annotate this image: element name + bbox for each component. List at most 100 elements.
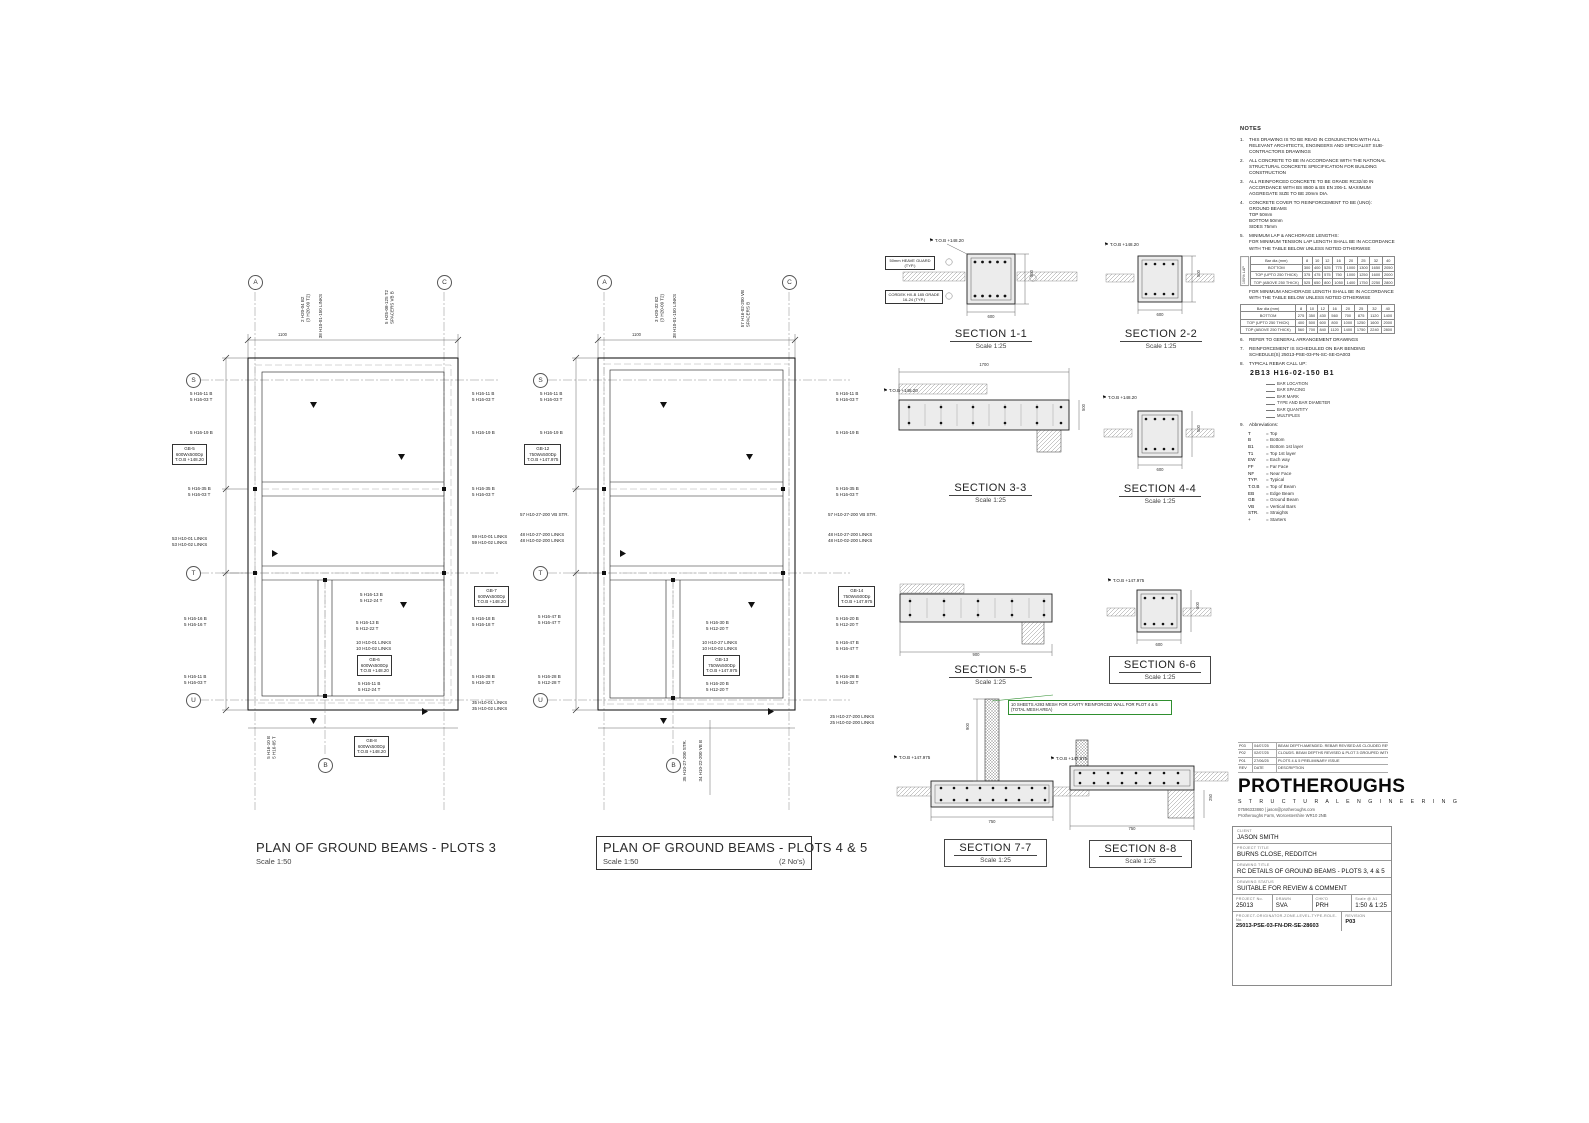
rebar-callout: 5 H16-11 B 5 H16-03 T [472,391,494,402]
section-drawing [1103,410,1215,469]
grid-bubble: T [533,566,548,581]
section-2-2-detail: T.O.B +148.20 600 500 SECTION 2-2 Sc [1102,240,1220,350]
revision-row: REV DATE DESCRIPTION [1238,765,1388,773]
abbr-value: = Typical [1266,477,1285,483]
rebar-callout: 5 H16-47 B 5 H16-47 T [538,614,561,625]
callout-text: 59 H10-01 LINKS 59 H10-02 LINKS [472,534,508,545]
rebar-callout: 5 H16-28 B 5 H12-28 T [538,674,561,685]
rebar-callout: 5 H16-11 B 5 H16-03 T [836,391,858,402]
plan-title: PLAN OF GROUND BEAMS - PLOTS 3 [256,840,497,855]
revision-date: 02/07/25 [1253,750,1277,757]
drawn-label: DRAWN [1275,897,1292,901]
abbr-value: = Far Face [1266,463,1289,469]
depth-dim: 250 [1208,794,1213,801]
abbr-value: = Edge Beam [1266,490,1294,496]
mesh-note: 10 SHEETS A393 MESH FOR CAVITY REINFORCE… [1008,700,1172,715]
grid-bubble: U [186,693,201,708]
drawing-label: DRAWING TITLE [1237,863,1270,867]
drawn-cell: DRAWN SVA [1273,895,1313,911]
section-title-block: SECTION 5-5 Scale 1:25 [949,664,1032,686]
abbreviation-row: FF = Far Face [1248,464,1395,471]
note-number: 4. [1240,199,1244,205]
note-number: 9. [1240,421,1244,427]
callout-text: 34 H10-22-200 VB B [698,740,703,782]
section-title-block: SECTION 3-3 Scale 1:25 [949,482,1032,504]
sheet-scale: 1:50 & 1:25 [1355,902,1387,909]
section-8-8-detail: T.O.B +147.975 750 250 SECTION 8- [1048,726,1233,868]
note-text: TYPICAL REBAR CALL UP: [1249,360,1307,366]
section-title: SECTION 3-3 [949,482,1032,496]
revision-date: DATE [1253,765,1277,772]
section-drawing [1105,255,1215,314]
section-title: SECTION 5-5 [949,664,1032,678]
height-dim: 900 [965,723,970,730]
plan-scale: Scale 1:50 [256,857,292,866]
section-title-block: SECTION 4-4 Scale 1:25 [1118,483,1202,505]
rebar-callout: 5 H16-35 B 5 H16-03 T [188,486,211,497]
cordek-note: CORDEK HX-B 185 GRADE 16-24 (TYP.) [885,290,943,304]
rebar-callout: GB-5 600Wx500Dp T.O.B +148.20 [172,444,207,465]
callout-text: 10 H10-27 LINKS 10 H10-02 LINKS [702,640,738,651]
note-text: ALL REINFORCED CONCRETE TO BE GRADE RC32… [1249,178,1374,197]
abbr-value: = Near Face [1266,470,1292,476]
revision-row: P03 04/07/25 BEAM DEPTH AMENDED. REBAR R… [1238,743,1388,751]
company-address: Protheroughs Farm, Worcestershire WR10 2… [1238,813,1327,818]
rebar-callout: 5 H16-16 B 5 H16-16 T [184,616,207,627]
section-title-block: SECTION 6-6 Scale 1:25 [1108,656,1212,684]
abbr-value: = Bottom 1st layer [1266,443,1304,449]
abbreviation-row: T = Top [1248,431,1395,438]
section-title: SECTION 4-4 [1118,483,1202,497]
grid-letter: U [191,697,196,704]
revision-description: PLOTS 4 & 5 PRELIMINARY ISSUE [1278,758,1340,763]
note-item: 8. TYPICAL REBAR CALL UP: [1240,361,1395,367]
checked-cell: CHK'D PRH [1313,895,1353,911]
rebar-callout: 38 H10-01-150 LINKS [672,294,678,338]
section-scale: Scale 1:25 [1144,674,1176,681]
rebar-callout: 5 H16-35 B 5 H16-03 T [472,486,495,497]
revision-row: P02 02/07/25 CLOUDS. BEAM DEPTHS REVISED… [1238,750,1388,758]
abbr-key: T [1248,430,1251,436]
abbreviation-row: B1 = Bottom 1st layer [1248,444,1395,451]
width-dim: 600 [987,314,995,319]
client-name: JASON SMITH [1237,834,1279,841]
rebar-callout: 53 H10-01 LINKS 53 H10-02 LINKS [172,536,207,547]
note-item: FOR MINIMUM ANCHORAGE LENGTH SHALL BE IN… [1240,289,1395,301]
callout-text: GB-14 750Wx500Dp T.O.B +147.975 [841,588,873,605]
rebar-callout: 5 H16-20 B 5 H12-20 T [706,681,729,692]
plan-linework-svg [200,292,500,810]
rebar-callout: 57 H10-27-200 VB STR. [828,512,877,518]
notes-title: NOTES [1240,126,1262,132]
rebar-callout: 5 H16-19 B [190,430,213,436]
revision-description: BEAM DEPTH AMENDED. REBAR REVISED AS CLO… [1278,744,1388,748]
grid-letter: C [787,279,792,286]
callout-text: 5 H16-30 B 5 H12-20 T [706,620,729,631]
section-7-7-detail: T.O.B +147.975 750 900 S [893,693,1098,867]
section-title: SECTION 2-2 [1119,328,1203,342]
abbr-value: = Starters [1266,517,1287,523]
abbreviations-list: T = Top B = Bottom B1 = Bottom 1st layer… [1248,431,1395,524]
callout-text: 57 H10-27-200 VB STR. [828,512,877,517]
callout-text: 5 H16-10 B 5 H16-05 T [266,736,277,759]
level-label: T.O.B +147.975 [1050,756,1087,762]
anchor-intro: FOR MINIMUM ANCHORAGE LENGTH SHALL BE IN… [1249,289,1394,301]
abbr-key: GB [1248,497,1255,503]
lap-label: 100% LAP [1240,256,1250,287]
status-label: DRAWING STATUS [1237,880,1274,884]
rebar-callout: 5 H16-35 B 5 H16-03 T [836,486,859,497]
company-logo-block: PROTHEROUGHS S T R U C T U R A L E N G I… [1238,776,1457,818]
section-drawing [899,583,1053,656]
rebar-callout: 35 H10-01 LINKS 35 H10-02 LINKS [472,700,507,711]
section-4-4-detail: T.O.B +148.20 600 500 SECTION 4-4 Sc [1100,393,1220,505]
depth-dim: 500 [1081,404,1086,411]
drawing-row: DRAWING TITLE RC DETAILS OF GROUND BEAMS… [1233,861,1391,878]
section-scale: Scale 1:25 [975,679,1006,686]
grid-letter: T [538,570,543,577]
section-scale: Scale 1:25 [1145,343,1177,350]
rebar-callout: 5 H16-11 B 5 H16-03 T [184,674,206,685]
company-logo: PROTHEROUGHS [1238,776,1406,797]
grid-letter: S [191,377,196,384]
